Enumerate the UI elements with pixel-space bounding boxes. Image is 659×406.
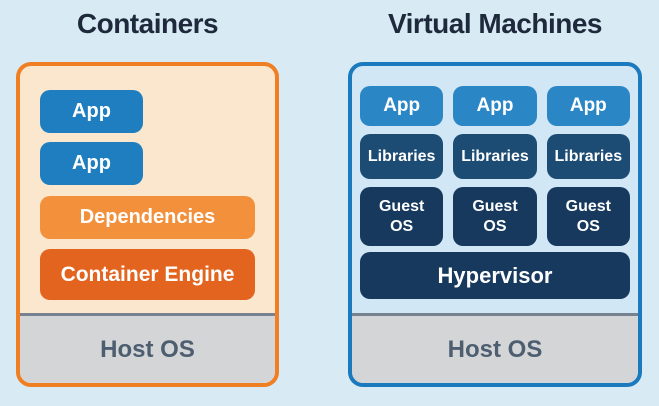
containers-title: Containers (76, 8, 219, 39)
dependencies-box: Dependencies (40, 196, 255, 239)
container-engine-box: Container Engine (40, 249, 255, 300)
vm-column-1: App Libraries Guest OS (360, 86, 444, 246)
vm1-guest-os-box: Guest OS (360, 187, 444, 246)
vm1-app-box: App (360, 86, 444, 126)
hypervisor-box: Hypervisor (360, 252, 630, 299)
vms-host-os-box: Host OS (352, 313, 638, 383)
vm1-libraries-box: Libraries (360, 134, 444, 179)
virtual-machines-panel: App Libraries Guest OS App Libraries Gue… (348, 62, 642, 387)
vm-column-3: App Libraries Guest OS (546, 86, 630, 246)
containers-panel: App App Dependencies Container Engine Ho… (16, 62, 279, 387)
virtual-machines-title: Virtual Machines (387, 8, 603, 39)
vm2-guest-os-box: Guest OS (453, 187, 537, 246)
vm2-libraries-box: Libraries (453, 134, 537, 179)
vm3-guest-os-box: Guest OS (546, 187, 630, 246)
container-app-box-1: App (40, 90, 143, 133)
containers-host-os-box: Host OS (20, 313, 275, 383)
vm-columns: App Libraries Guest OS App Libraries Gue… (360, 86, 630, 246)
vm3-libraries-box: Libraries (546, 134, 630, 179)
container-app-box-2: App (40, 142, 143, 185)
vm-column-2: App Libraries Guest OS (453, 86, 537, 246)
vm2-guest-os-label: Guest OS (472, 197, 518, 235)
vm3-app-box: App (546, 86, 630, 126)
vm3-guest-os-label: Guest OS (565, 197, 611, 235)
vm1-guest-os-label: Guest OS (378, 197, 425, 235)
vm2-app-box: App (453, 86, 537, 126)
